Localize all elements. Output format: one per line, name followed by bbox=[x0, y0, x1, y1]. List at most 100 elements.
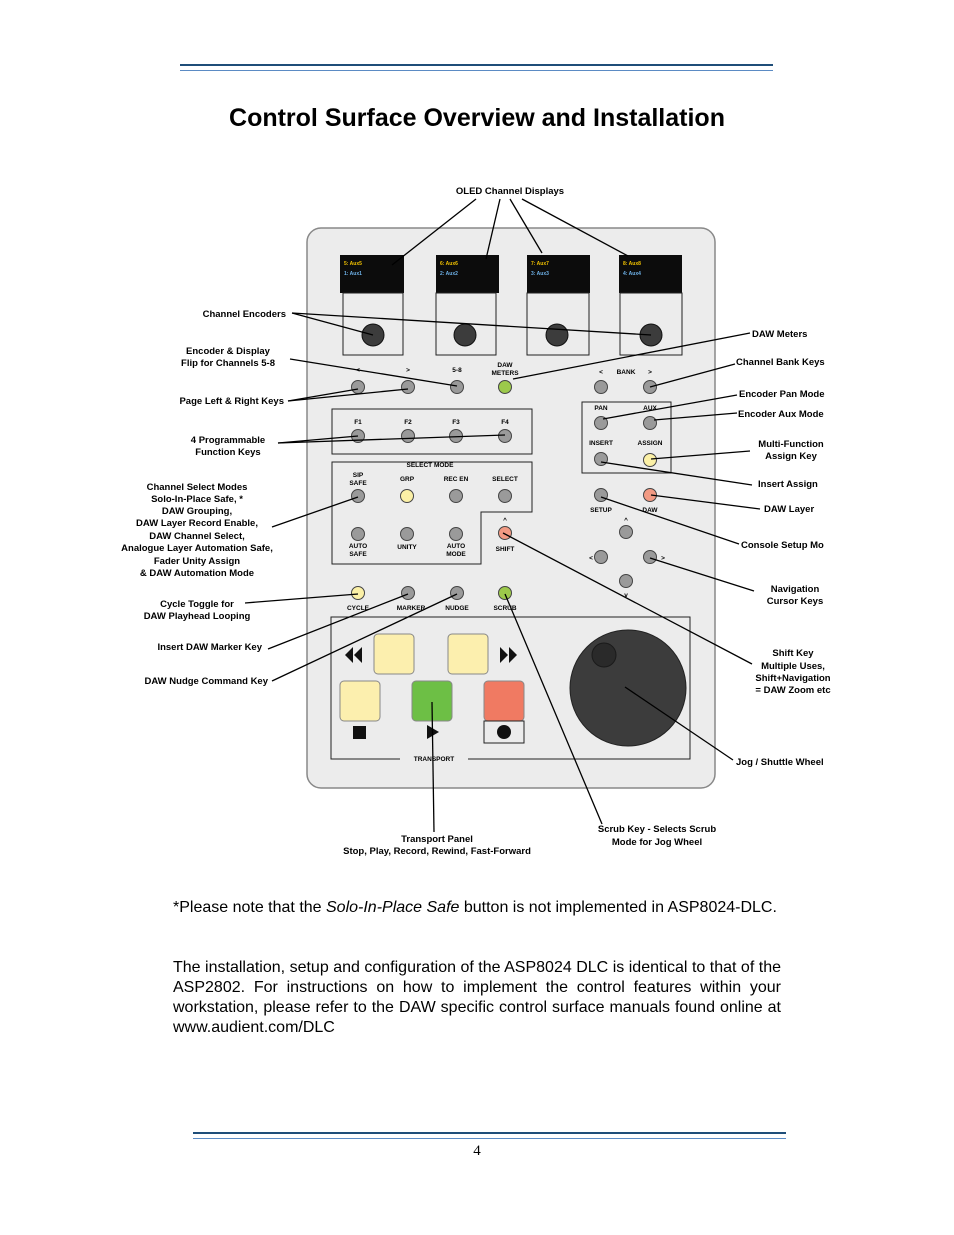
oled-bottom-2: 2: Aux2 bbox=[440, 271, 458, 277]
f2-key[interactable] bbox=[401, 429, 415, 443]
nudge-key[interactable] bbox=[450, 586, 464, 600]
svg-text:Insert DAW Marker Key: Insert DAW Marker Key bbox=[157, 642, 262, 653]
svg-text:ASSIGN: ASSIGN bbox=[638, 440, 663, 447]
svg-text:F2: F2 bbox=[404, 419, 412, 426]
svg-text:<: < bbox=[599, 369, 603, 376]
svg-text:Jog / Shuttle Wheel: Jog / Shuttle Wheel bbox=[736, 757, 824, 768]
jog-finger-dimple bbox=[591, 642, 617, 668]
svg-text:Encoder & Display: Encoder & Display bbox=[186, 346, 271, 357]
svg-text:= DAW Zoom etc: = DAW Zoom etc bbox=[755, 685, 830, 696]
oled-displays: 5: Aux5 6: Aux6 7: Aux7 8: Aux8 1: Aux1 … bbox=[340, 255, 682, 293]
svg-text:UNITY: UNITY bbox=[397, 544, 417, 551]
svg-text:SELECT MODE: SELECT MODE bbox=[407, 462, 455, 469]
unity-key[interactable] bbox=[400, 527, 414, 541]
oled-top-4: 8: Aux8 bbox=[623, 261, 641, 267]
svg-text:DAW Playhead Looping: DAW Playhead Looping bbox=[144, 611, 251, 622]
aux-key[interactable] bbox=[643, 416, 657, 430]
oled-top-1: 5: Aux5 bbox=[344, 261, 362, 267]
encoder-2[interactable] bbox=[453, 323, 477, 347]
stop-icon bbox=[353, 726, 366, 739]
navigation-row: < > 5-8 DAW METERS < BANK > bbox=[351, 362, 657, 394]
f4-key[interactable] bbox=[498, 429, 512, 443]
scrub-key[interactable] bbox=[498, 586, 512, 600]
svg-text:4 Programmable: 4 Programmable bbox=[191, 435, 265, 446]
rewind-button[interactable] bbox=[373, 633, 415, 675]
nav-up-key[interactable] bbox=[619, 525, 633, 539]
nav-right-key[interactable] bbox=[643, 550, 657, 564]
page-left-key[interactable] bbox=[351, 380, 365, 394]
jog-shuttle-wheel[interactable] bbox=[569, 629, 687, 747]
daw-meters-key[interactable] bbox=[498, 380, 512, 394]
svg-text:F3: F3 bbox=[452, 419, 460, 426]
fast-forward-button[interactable] bbox=[447, 633, 489, 675]
svg-text:Stop, Play, Record, Rewind, Fa: Stop, Play, Record, Rewind, Fast-Forward bbox=[343, 846, 531, 857]
header-rule bbox=[180, 64, 773, 71]
oled-display-4 bbox=[619, 255, 682, 293]
svg-text:DAW: DAW bbox=[497, 362, 513, 369]
svg-text:Navigation: Navigation bbox=[771, 584, 820, 595]
oled-display-3 bbox=[527, 255, 590, 293]
nav-down-key[interactable] bbox=[619, 574, 633, 588]
svg-text:DAW Channel Select,: DAW Channel Select, bbox=[149, 531, 245, 542]
callout-leader-lines bbox=[244, 198, 761, 833]
svg-text:DAW: DAW bbox=[642, 507, 658, 514]
svg-text:Scrub Key - Selects Scrub: Scrub Key - Selects Scrub bbox=[598, 824, 716, 835]
svg-text:Function Keys: Function Keys bbox=[195, 447, 260, 458]
nav-left-key[interactable] bbox=[594, 550, 608, 564]
record-button[interactable] bbox=[483, 680, 525, 722]
svg-text:CYCLE: CYCLE bbox=[347, 605, 370, 612]
page-number: 4 bbox=[473, 1143, 481, 1159]
svg-text:Flip for Channels 5-8: Flip for Channels 5-8 bbox=[181, 358, 275, 369]
svg-text:Encoder Pan Mode: Encoder Pan Mode bbox=[739, 389, 825, 400]
svg-text:SAFE: SAFE bbox=[349, 480, 367, 487]
bank-left-key[interactable] bbox=[594, 380, 608, 394]
shift-key[interactable] bbox=[498, 526, 512, 540]
footer-rule bbox=[193, 1132, 786, 1139]
encoder-3[interactable] bbox=[545, 323, 569, 347]
insert-key[interactable] bbox=[594, 452, 608, 466]
svg-text:SAFE: SAFE bbox=[349, 551, 367, 558]
record-icon bbox=[497, 725, 511, 739]
svg-text:GRP: GRP bbox=[400, 476, 415, 483]
flip-key[interactable] bbox=[450, 380, 464, 394]
control-surface-diagram: 5: Aux5 6: Aux6 7: Aux7 8: Aux8 1: Aux1 … bbox=[121, 186, 831, 857]
mode-block: PAN AUX INSERT ASSIGN SETUP DAW bbox=[581, 401, 672, 514]
svg-text:F4: F4 bbox=[501, 419, 509, 426]
callout-oled: OLED Channel Displays bbox=[456, 186, 564, 197]
svg-text:Cursor Keys: Cursor Keys bbox=[767, 596, 824, 607]
marker-key[interactable] bbox=[401, 586, 415, 600]
svg-text:BANK: BANK bbox=[617, 369, 636, 376]
auto-safe-key[interactable] bbox=[351, 527, 365, 541]
select-key[interactable] bbox=[498, 489, 512, 503]
setup-key[interactable] bbox=[594, 488, 608, 502]
oled-bottom-1: 1: Aux1 bbox=[344, 271, 362, 277]
svg-text:SIP: SIP bbox=[353, 472, 364, 479]
page-right-key[interactable] bbox=[401, 380, 415, 394]
svg-text:NUDGE: NUDGE bbox=[445, 605, 469, 612]
svg-text:F1: F1 bbox=[354, 419, 362, 426]
transport-function-row: CYCLE MARKER NUDGE SCRUB bbox=[347, 586, 517, 612]
daw-layer-key[interactable] bbox=[643, 488, 657, 502]
cycle-key[interactable] bbox=[351, 586, 365, 600]
svg-text:Shift Key: Shift Key bbox=[772, 648, 814, 659]
assign-key[interactable] bbox=[643, 453, 657, 467]
svg-text:METERS: METERS bbox=[491, 370, 519, 377]
fast-forward-icon bbox=[500, 647, 517, 663]
svg-text:>: > bbox=[661, 555, 665, 562]
stop-button[interactable] bbox=[339, 680, 381, 722]
svg-text:<: < bbox=[589, 555, 593, 562]
sip-safe-key[interactable] bbox=[351, 489, 365, 503]
grp-key[interactable] bbox=[400, 489, 414, 503]
cursor-keys: ^ < > v bbox=[589, 516, 665, 599]
auto-mode-key[interactable] bbox=[449, 527, 463, 541]
pan-key[interactable] bbox=[594, 416, 608, 430]
rec-en-key[interactable] bbox=[449, 489, 463, 503]
svg-text:^: ^ bbox=[503, 516, 507, 524]
svg-text:DAW Grouping,: DAW Grouping, bbox=[162, 506, 232, 517]
svg-text:Channel Select Modes: Channel Select Modes bbox=[147, 482, 248, 493]
svg-text:AUTO: AUTO bbox=[447, 543, 465, 550]
svg-text:>: > bbox=[648, 369, 652, 376]
svg-text:SETUP: SETUP bbox=[590, 507, 612, 514]
svg-text:DAW Nudge Command Key: DAW Nudge Command Key bbox=[144, 676, 268, 687]
callout-encoders: Channel Encoders bbox=[203, 309, 286, 320]
